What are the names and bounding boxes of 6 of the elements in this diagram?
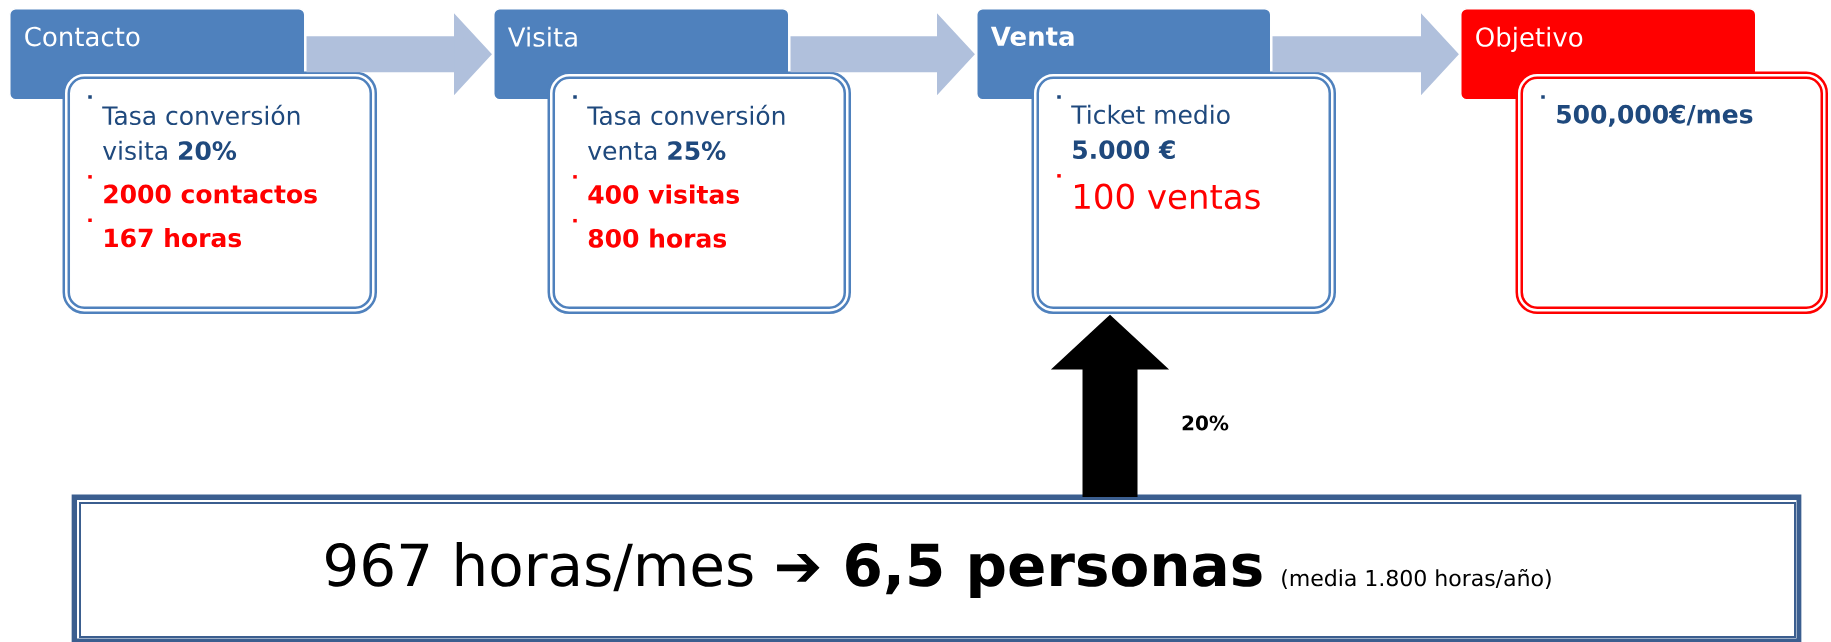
text-box: Tasa conversión venta 25% 400 visitas 800 horas [547,71,851,314]
text-box: Tasa conversión visita 20% 2000 contactos 167 horas [62,71,377,314]
text-box: 500,000€/mes [1515,71,1828,314]
edge-label: 20% [1182,415,1229,431]
result-box: 967 horas/mes ➔ 6,5 personas (media 1.800 horas/año) [75,498,1800,642]
text-box: Ticket medio 5.000 € 100 ventas [1031,71,1336,314]
